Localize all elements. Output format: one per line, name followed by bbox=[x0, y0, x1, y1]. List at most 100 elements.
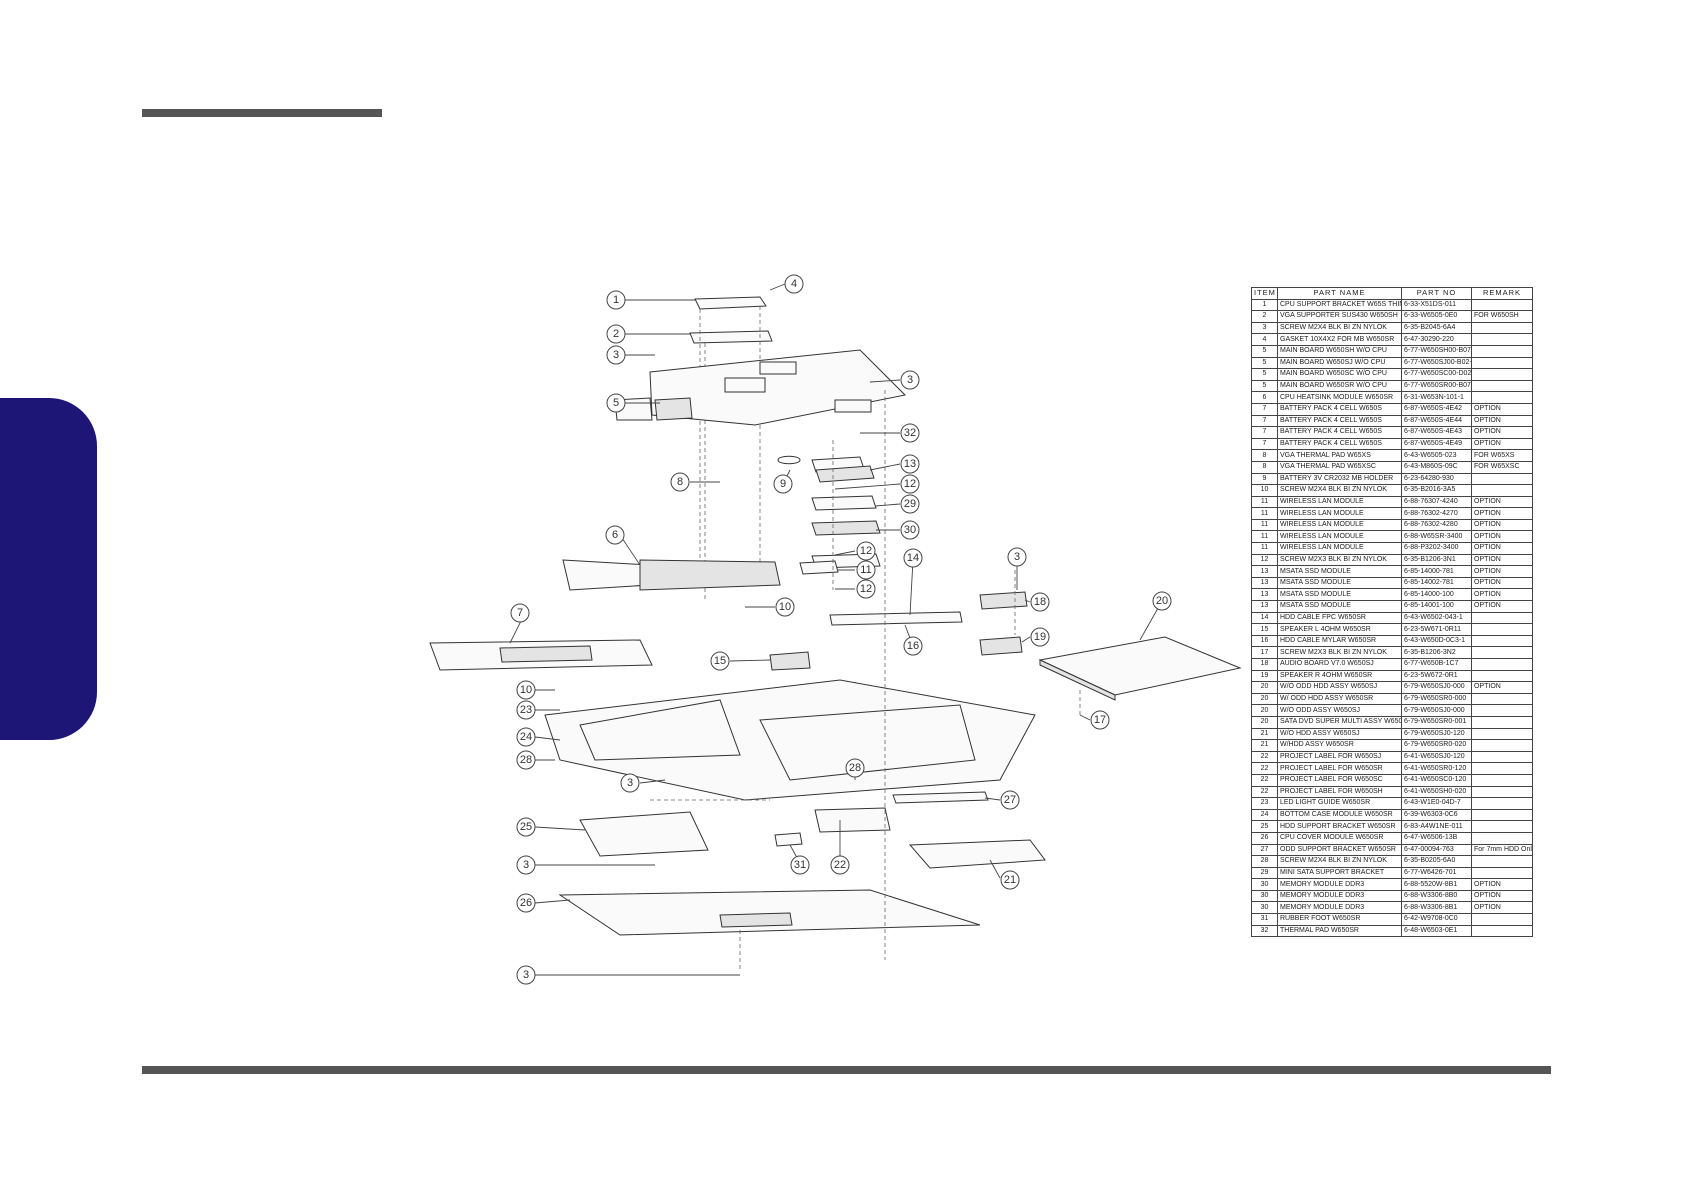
part-no-cell: 6-47-00094-763 bbox=[1401, 843, 1472, 857]
part-name-cell: PROJECT LABEL FOR W650SH bbox=[1277, 785, 1402, 799]
callout-10b: 10 bbox=[520, 684, 532, 696]
item-cell: 13 bbox=[1251, 600, 1278, 613]
callout-23: 23 bbox=[520, 704, 532, 716]
item-cell: 22 bbox=[1251, 785, 1278, 799]
callout-10a: 10 bbox=[779, 601, 791, 613]
part-name-cell: MEMORY MODULE DDR3 bbox=[1277, 901, 1402, 915]
part-no-cell: 6-23-64280-930 bbox=[1401, 472, 1472, 486]
part-no-cell: 6-88-76302-4280 bbox=[1401, 518, 1472, 532]
remark-cell bbox=[1471, 623, 1533, 636]
item-cell: 7 bbox=[1251, 402, 1278, 416]
top-brackets bbox=[689, 296, 773, 600]
remark-cell bbox=[1471, 692, 1533, 706]
callout-17: 17 bbox=[1094, 714, 1106, 726]
part-name-cell: WIRELESS LAN MODULE bbox=[1277, 495, 1402, 509]
item-cell: 2 bbox=[1251, 310, 1278, 323]
callout-22: 22 bbox=[834, 859, 846, 871]
remark-cell: OPTION bbox=[1471, 576, 1533, 590]
part-no-cell: 6-77-W6426-701 bbox=[1401, 866, 1472, 880]
part-no-cell: 6-79-W650SJ0-000 bbox=[1401, 681, 1472, 694]
remark-cell: OPTION bbox=[1471, 681, 1533, 694]
remark-cell bbox=[1471, 368, 1533, 381]
part-name-cell: VGA SUPPORTER SUS430 W650SH bbox=[1277, 310, 1402, 323]
part-no-cell: 6-85-14001-100 bbox=[1401, 600, 1472, 613]
part-no-cell: 6-88-W65SR-3400 bbox=[1401, 530, 1472, 544]
item-cell: 7 bbox=[1251, 426, 1278, 439]
item-cell: 13 bbox=[1251, 588, 1278, 602]
part-no-cell: 6-41-W650SH0-020 bbox=[1401, 785, 1472, 799]
speakers-audio bbox=[769, 591, 1028, 671]
remark-cell: OPTION bbox=[1471, 530, 1533, 544]
part-no-cell: 6-31-W653N-101-1 bbox=[1401, 391, 1472, 404]
main-board bbox=[614, 349, 907, 426]
part-no-cell: 6-79-W650SJ0-120 bbox=[1401, 727, 1472, 741]
part-no-cell: 6-79-W650SJ0-000 bbox=[1401, 704, 1472, 717]
callout-21: 21 bbox=[1004, 874, 1016, 886]
item-cell: 10 bbox=[1251, 484, 1278, 497]
part-no-cell: 6-41-W650SC0-120 bbox=[1401, 773, 1472, 787]
item-cell: 1 bbox=[1251, 298, 1278, 312]
hdd-and-lower-parts bbox=[579, 791, 1046, 869]
col-part-no: PART NO bbox=[1401, 287, 1472, 300]
callout-11: 11 bbox=[860, 564, 871, 576]
remark-cell bbox=[1471, 773, 1533, 787]
callout-29: 29 bbox=[904, 498, 916, 510]
remark-cell bbox=[1471, 472, 1533, 486]
item-cell: 24 bbox=[1251, 808, 1278, 822]
bottom-case bbox=[544, 679, 1036, 801]
part-no-cell: 6-43-W1E0-04D-7 bbox=[1401, 797, 1472, 810]
item-cell: 30 bbox=[1251, 901, 1278, 915]
remark-cell bbox=[1471, 785, 1533, 799]
remark-cell bbox=[1471, 866, 1533, 880]
chapter-tab bbox=[0, 398, 97, 740]
header-rule bbox=[142, 109, 382, 117]
callout-15: 15 bbox=[714, 655, 726, 667]
remark-cell: FOR W65XS bbox=[1471, 449, 1533, 462]
item-cell: 3 bbox=[1251, 321, 1278, 335]
callout-5: 5 bbox=[613, 397, 619, 409]
remark-cell bbox=[1471, 750, 1533, 764]
remark-cell bbox=[1471, 646, 1533, 659]
item-cell: 11 bbox=[1251, 495, 1278, 509]
remark-cell: OPTION bbox=[1471, 495, 1533, 509]
part-no-cell: 6-35-B1206-3N1 bbox=[1401, 553, 1472, 567]
part-no-cell: 6-23-5W671-0R11 bbox=[1401, 623, 1472, 636]
remark-cell bbox=[1471, 333, 1533, 346]
col-item: ITEM bbox=[1251, 287, 1278, 300]
item-cell: 7 bbox=[1251, 437, 1278, 451]
part-no-cell: 6-79-W650SR0-020 bbox=[1401, 739, 1472, 752]
item-cell: 21 bbox=[1251, 727, 1278, 741]
item-cell: 21 bbox=[1251, 739, 1278, 752]
part-no-cell: 6-85-14002-781 bbox=[1401, 576, 1472, 590]
remark-cell bbox=[1471, 808, 1533, 822]
part-no-cell: 6-88-76307-4240 bbox=[1401, 495, 1472, 509]
odd-drive bbox=[1038, 636, 1242, 701]
part-no-cell: 6-87-W650S-4E42 bbox=[1401, 402, 1472, 416]
part-name-cell: MAIN BOARD W650SR W/O CPU bbox=[1277, 379, 1402, 393]
battery bbox=[429, 639, 653, 671]
remark-cell: OPTION bbox=[1471, 889, 1533, 903]
part-no-cell: 6-83-A4W1NE-011 bbox=[1401, 820, 1472, 833]
part-name-cell: BOTTOM CASE MODULE W650SR bbox=[1277, 808, 1402, 822]
item-cell: 9 bbox=[1251, 472, 1278, 486]
